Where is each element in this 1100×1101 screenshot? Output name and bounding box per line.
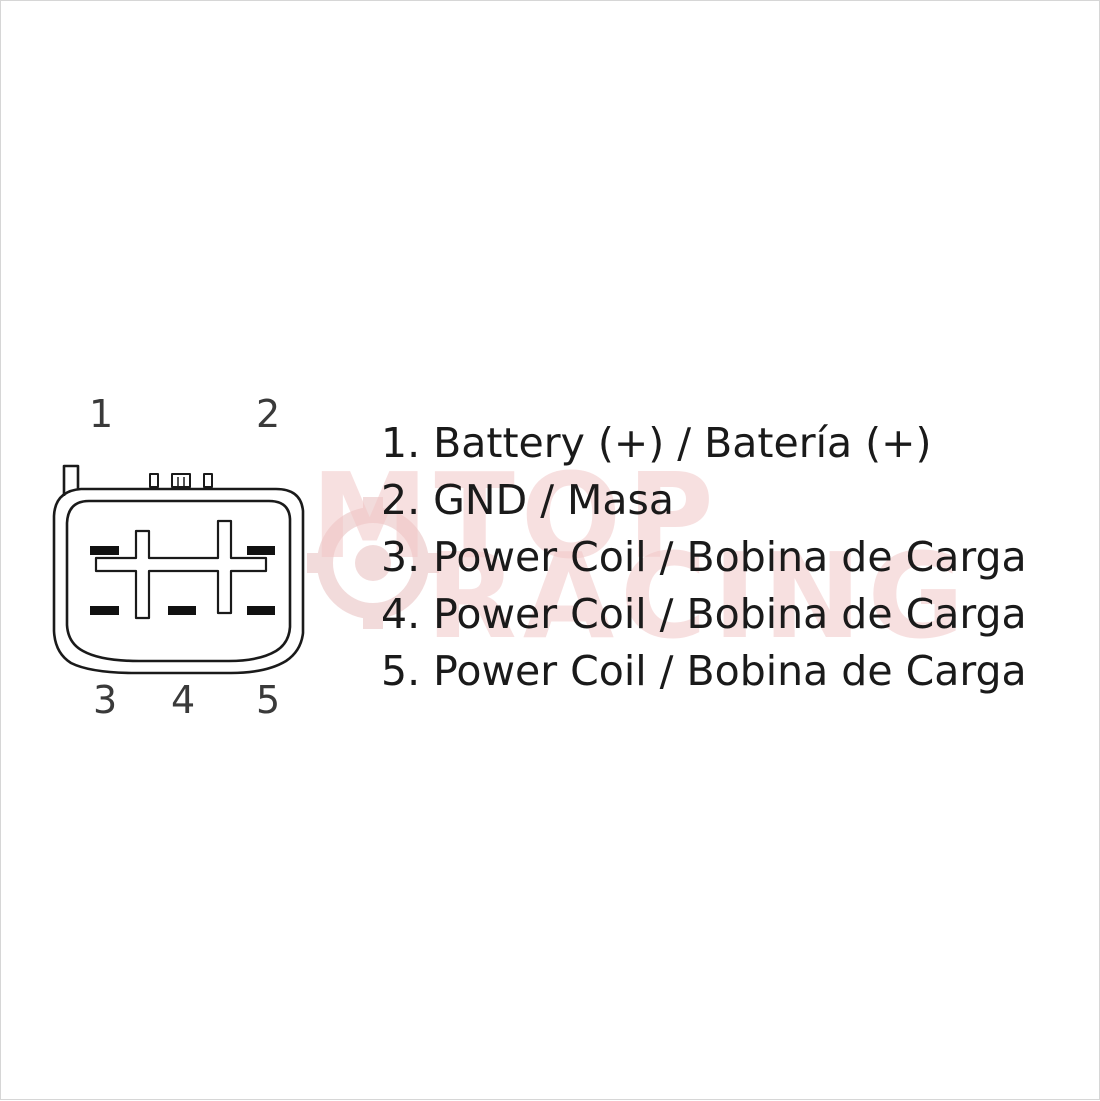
pin-label-2: 2 [256, 392, 280, 436]
top-tab-right [203, 473, 213, 488]
terminal-1 [90, 546, 119, 555]
legend-item-2: 2. GND / Masa [381, 476, 675, 524]
watermark-line2: RACING [426, 527, 970, 665]
watermark: MTOP RACING [307, 447, 970, 665]
outer-shell [52, 487, 305, 675]
legend-item-4: 4. Power Coil / Bobina de Carga [381, 590, 1027, 638]
pin-label-1: 1 [89, 392, 113, 436]
inner-shell [65, 499, 292, 663]
pin-legend: 1. Battery (+) / Batería (+) 2. GND / Ma… [381, 415, 1081, 700]
connector-housing [52, 464, 305, 675]
top-tab-middle [171, 473, 191, 488]
terminal-2 [247, 546, 275, 555]
terminal-5 [247, 606, 275, 615]
center-key [94, 519, 268, 620]
watermark-line1: MTOP [311, 447, 720, 585]
legend-item-5: 5. Power Coil / Bobina de Carga [381, 647, 1027, 695]
locking-tab [62, 464, 80, 496]
legend-item-3: 3. Power Coil / Bobina de Carga [381, 533, 1027, 581]
pin-label-4: 4 [171, 678, 195, 722]
terminals [90, 546, 275, 615]
pin-label-5: 5 [256, 678, 280, 722]
terminal-3 [90, 606, 119, 615]
top-tab-left [149, 473, 159, 488]
legend-item-1: 1. Battery (+) / Batería (+) [381, 419, 932, 467]
pin-label-3: 3 [93, 678, 117, 722]
terminal-4 [168, 606, 196, 615]
gear-icon [307, 497, 439, 629]
